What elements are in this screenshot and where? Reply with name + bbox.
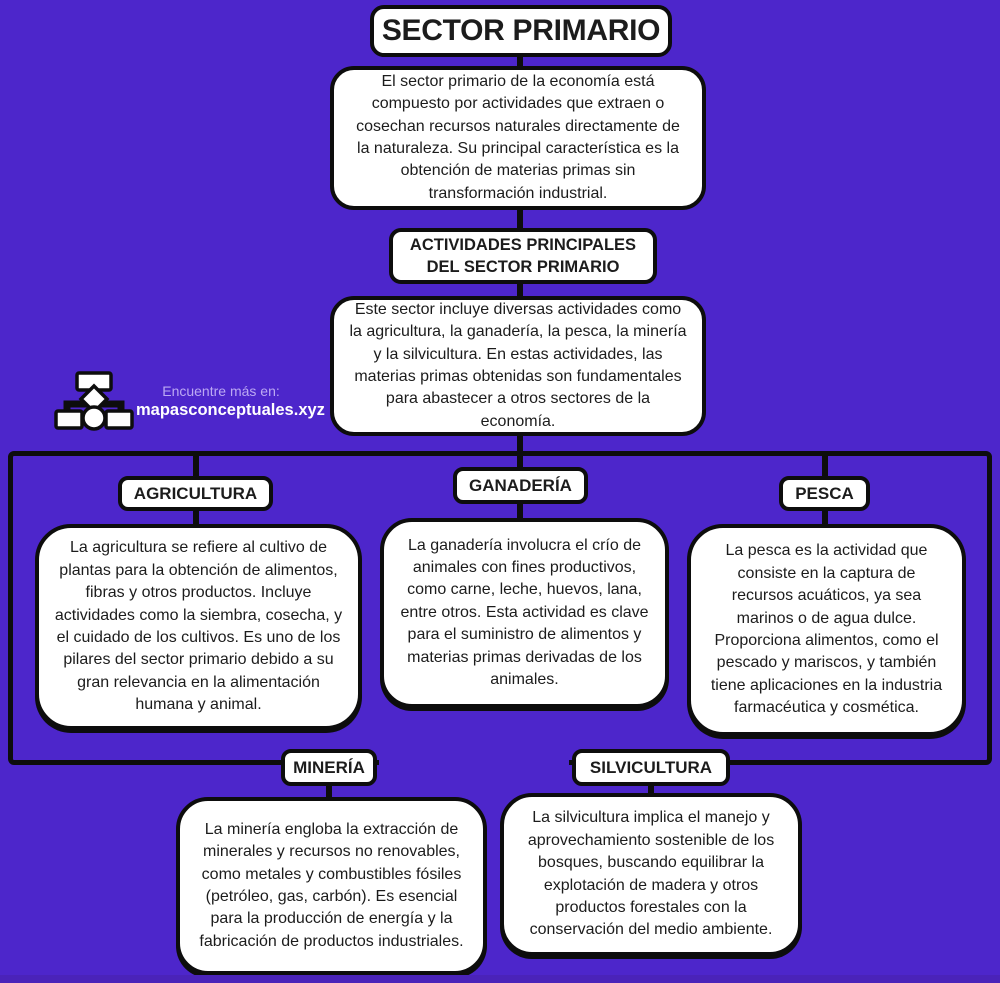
branches-frame-gap <box>379 757 569 768</box>
branch-description-mineria: La minería engloba la extracción de mine… <box>176 797 487 975</box>
page-title: SECTOR PRIMARIO <box>381 14 661 47</box>
branch-description-pesca: La pesca es la actividad que consiste en… <box>687 524 966 736</box>
connector-header-to-overview <box>517 280 523 300</box>
branch-label-text: AGRICULTURA <box>133 483 258 503</box>
activities-overview-text: Este sector incluye diversas actividades… <box>349 300 687 430</box>
root-description-text: El sector primario de la economía está c… <box>356 72 680 202</box>
activities-header-box: ACTIVIDADES PRINCIPALES DEL SECTOR PRIMA… <box>389 228 657 284</box>
activities-overview-box: Este sector incluye diversas actividades… <box>330 296 706 436</box>
activities-header-label: ACTIVIDADES PRINCIPALES DEL SECTOR PRIMA… <box>409 235 637 276</box>
branch-label-mineria: MINERÍA <box>281 749 377 786</box>
flowchart-icon <box>54 371 134 433</box>
branch-label-text: SILVICULTURA <box>589 757 713 777</box>
watermark: Encuentre más en: mapasconceptuales.xyz <box>54 371 325 433</box>
branch-label-pesca: PESCA <box>779 476 870 511</box>
branch-description-text: La agricultura se refiere al cultivo de … <box>54 539 343 714</box>
branch-label-text: MINERÍA <box>293 757 365 777</box>
watermark-text: Encuentre más en: mapasconceptuales.xyz <box>136 382 325 421</box>
branch-description-text: La silvicultura implica el manejo y apro… <box>527 809 775 939</box>
connector-mineria <box>326 780 332 800</box>
root-description-box: El sector primario de la economía está c… <box>330 66 706 210</box>
branch-description-text: La ganadería involucra el crío de animal… <box>400 536 649 688</box>
branch-label-text: PESCA <box>795 483 854 503</box>
branch-description-ganaderia: La ganadería involucra el crío de animal… <box>380 518 669 708</box>
branch-label-text: GANADERÍA <box>469 475 572 495</box>
connector-silvicultura <box>648 780 654 798</box>
connector-intro-to-header <box>517 206 523 234</box>
watermark-prompt: Encuentre más en: <box>162 382 280 399</box>
branch-label-agricultura: AGRICULTURA <box>118 476 273 511</box>
branch-description-agricultura: La agricultura se refiere al cultivo de … <box>35 524 362 730</box>
connector-title-to-intro <box>517 52 523 72</box>
branch-description-silvicultura: La silvicultura implica el manejo y apro… <box>500 793 802 956</box>
branch-label-silvicultura: SILVICULTURA <box>572 749 730 786</box>
root-title-box: SECTOR PRIMARIO <box>370 5 672 57</box>
branch-description-text: La pesca es la actividad que consiste en… <box>710 542 943 717</box>
watermark-site: mapasconceptuales.xyz <box>136 401 325 420</box>
branch-label-ganaderia: GANADERÍA <box>453 467 588 504</box>
branch-description-text: La minería engloba la extracción de mine… <box>199 820 464 950</box>
footer-band <box>0 975 1000 983</box>
